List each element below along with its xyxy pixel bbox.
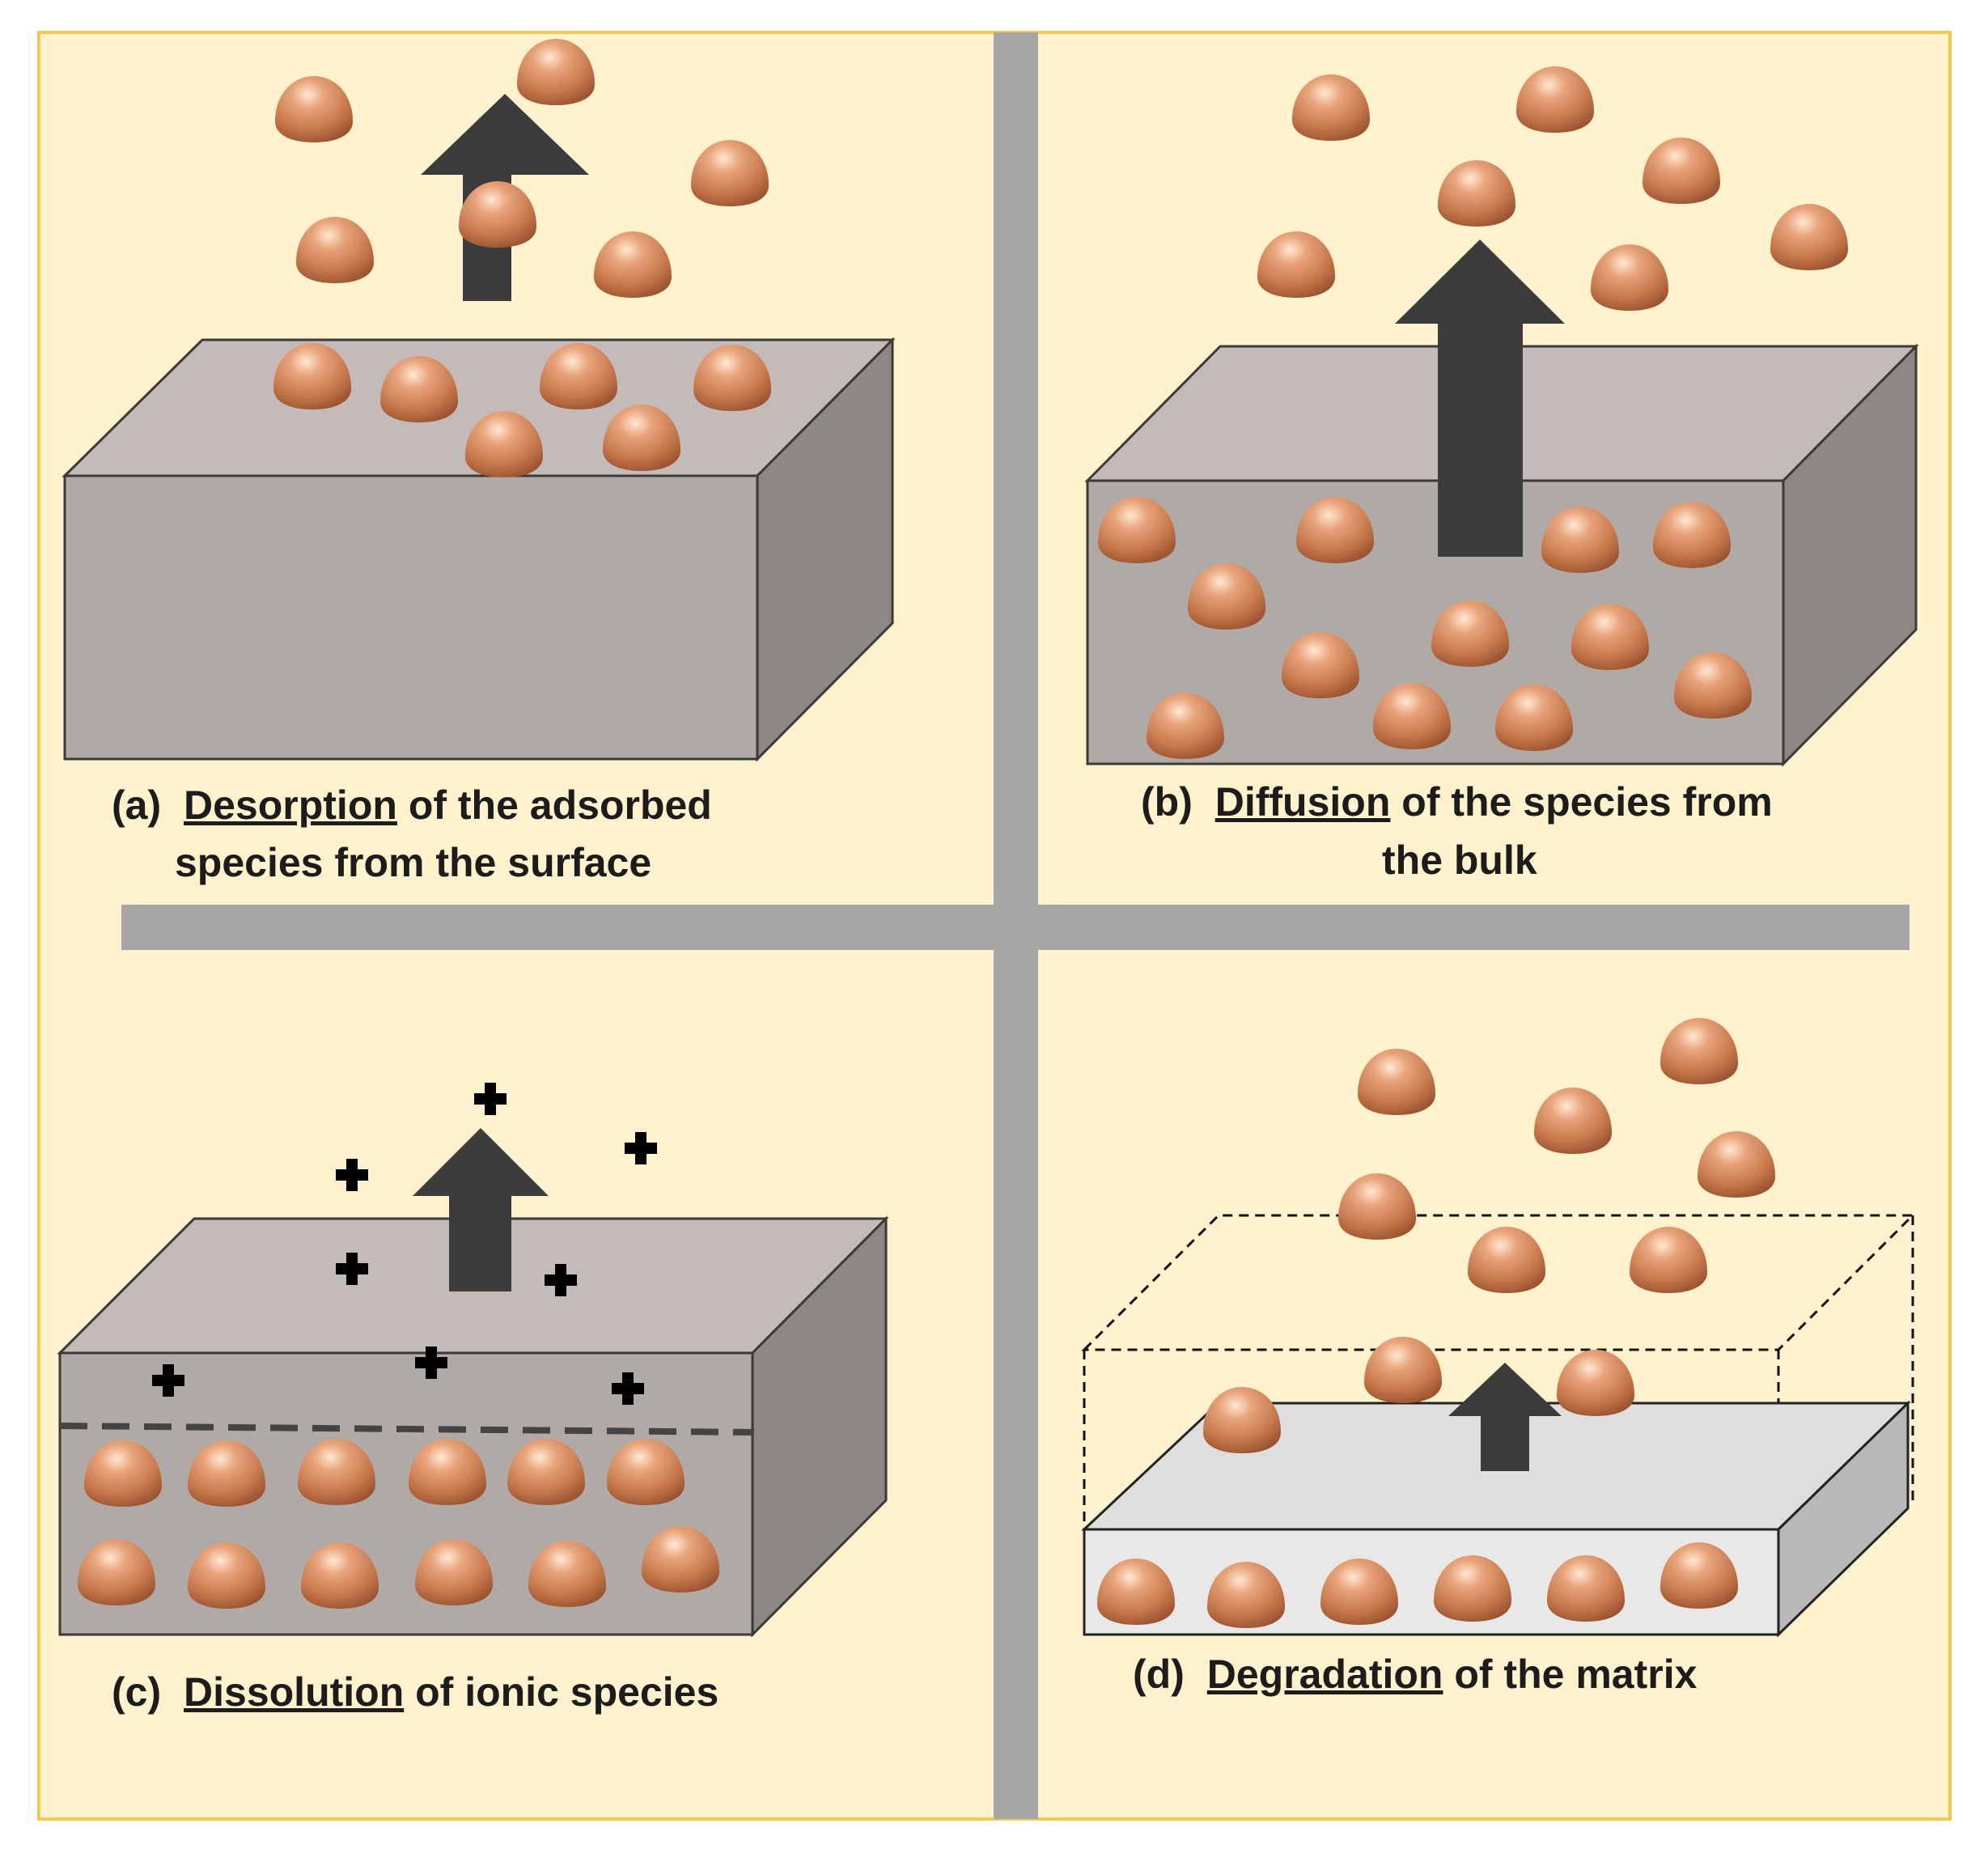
panel-d-caption: (d) Degradation of the matrix (1133, 1652, 1698, 1697)
panel-d-line1-rest: of the matrix (1443, 1652, 1697, 1697)
panel-c-prefix: (c) (112, 1669, 161, 1715)
panel-a-caption-line2: species from the surface (175, 840, 651, 885)
panel-a-keyword: Desorption (184, 782, 397, 828)
up-arrow-icon (413, 1128, 549, 1291)
panel-b-caption-line2: the bulk (1382, 838, 1537, 883)
panel-b-diffusion: (b) Diffusion of the species from the bu… (1084, 66, 1919, 883)
panel-b-keyword: Diffusion (1215, 779, 1391, 825)
panel-b-caption: (b) Diffusion of the species from (1141, 779, 1773, 825)
panel-c-dissolution: (c) Dissolution of ionic species (57, 1083, 889, 1715)
panel-b-prefix: (b) (1141, 779, 1193, 825)
up-arrow-icon (1395, 240, 1565, 557)
panel-c-line1-rest: of ionic species (404, 1669, 718, 1715)
panel-c-keyword: Dissolution (184, 1669, 404, 1715)
panel-d-keyword: Degradation (1207, 1652, 1443, 1697)
panel-a-desorption: (a) Desorption of the adsorbed species f… (61, 39, 896, 885)
panel-d-degradation: (d) Degradation of the matrix (1081, 1018, 1916, 1697)
panel-c-caption: (c) Dissolution of ionic species (112, 1669, 718, 1715)
horizontal-divider (121, 905, 1910, 950)
panel-a-line1-rest: of the adsorbed (397, 782, 712, 828)
panel-d-prefix: (d) (1133, 1652, 1185, 1697)
dissolution-front-line (59, 1423, 755, 1436)
panel-a-block (61, 337, 896, 762)
up-arrow-icon (1448, 1363, 1562, 1471)
panel-a-caption: (a) Desorption of the adsorbed (112, 782, 712, 828)
panel-b-line1-rest: of the species from (1390, 779, 1772, 825)
panel-a-prefix: (a) (112, 782, 161, 828)
